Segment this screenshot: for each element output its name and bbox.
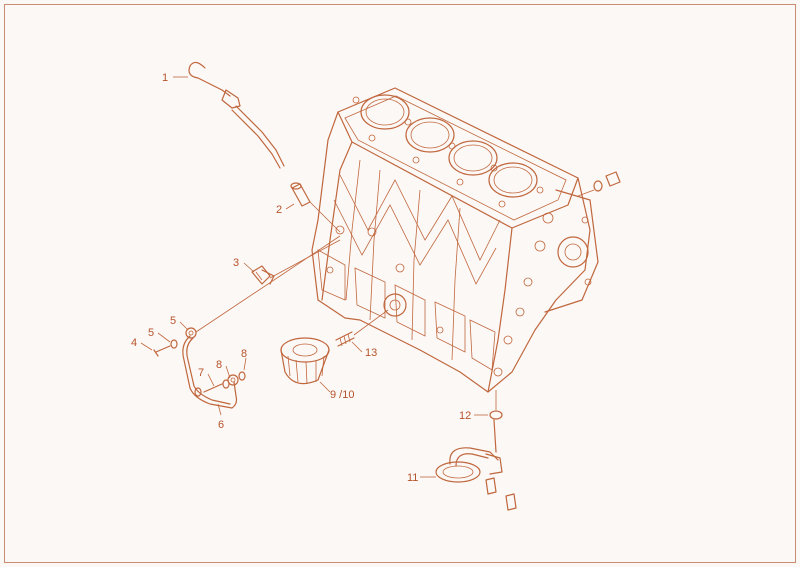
oil-strainer bbox=[435, 419, 517, 511]
callout-9-10: 9 /10 bbox=[330, 389, 354, 401]
callout-1: 1 bbox=[162, 72, 168, 84]
callout-3: 3 bbox=[233, 257, 239, 269]
callout-5b: 5 bbox=[170, 315, 176, 327]
diagram-frame bbox=[4, 4, 796, 563]
rear-plug bbox=[577, 171, 621, 197]
callout-6: 6 bbox=[218, 419, 224, 431]
callout-labels: 1 2 3 4 5 5 6 7 8 8 9 /10 11 12 13 bbox=[131, 72, 471, 484]
cylinder-block bbox=[311, 87, 599, 393]
callout-2: 2 bbox=[276, 204, 282, 216]
callout-8b: 8 bbox=[241, 348, 247, 360]
filter-stud bbox=[335, 309, 389, 347]
oil-pipe bbox=[182, 327, 239, 409]
dipstick-guide-tube bbox=[290, 182, 341, 233]
callout-4: 4 bbox=[131, 337, 137, 349]
oil-filter bbox=[280, 337, 330, 385]
callout-11: 11 bbox=[407, 472, 418, 484]
o-ring bbox=[489, 390, 503, 420]
dipstick bbox=[188, 61, 285, 169]
pipe-fasteners bbox=[153, 339, 246, 397]
callout-13: 13 bbox=[365, 347, 377, 359]
callout-5a: 5 bbox=[148, 327, 154, 339]
callout-12: 12 bbox=[459, 410, 471, 422]
callout-8a: 8 bbox=[216, 359, 222, 371]
callout-7: 7 bbox=[198, 367, 204, 379]
oil-pressure-switch bbox=[251, 265, 275, 285]
leader-lines bbox=[140, 76, 488, 478]
